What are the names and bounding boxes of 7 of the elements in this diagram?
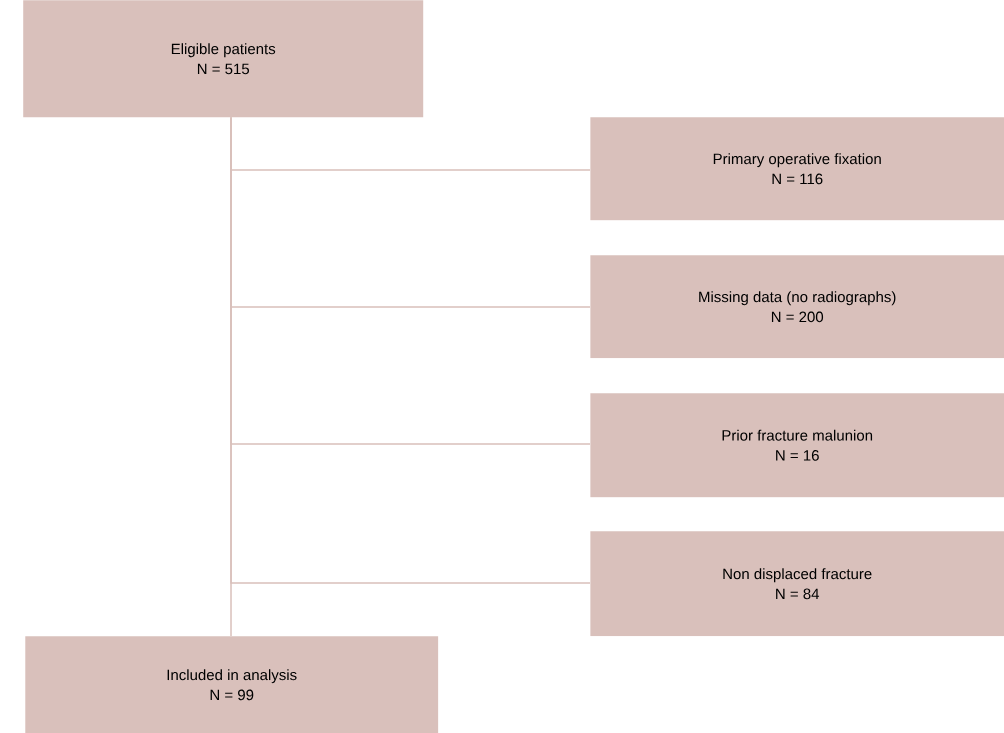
process-box: Prior fracture malunion N = 16 xyxy=(590,393,1004,498)
process-box: Included in analysis N = 99 xyxy=(25,636,439,733)
process-box: Eligible patients N = 515 xyxy=(23,0,424,118)
connector-line xyxy=(230,116,232,637)
process-box: Non displaced fracture N = 84 xyxy=(590,531,1004,637)
process-box: Primary operative fixation N = 116 xyxy=(590,117,1004,221)
process-box: Missing data (no radiographs) N = 200 xyxy=(590,255,1004,359)
